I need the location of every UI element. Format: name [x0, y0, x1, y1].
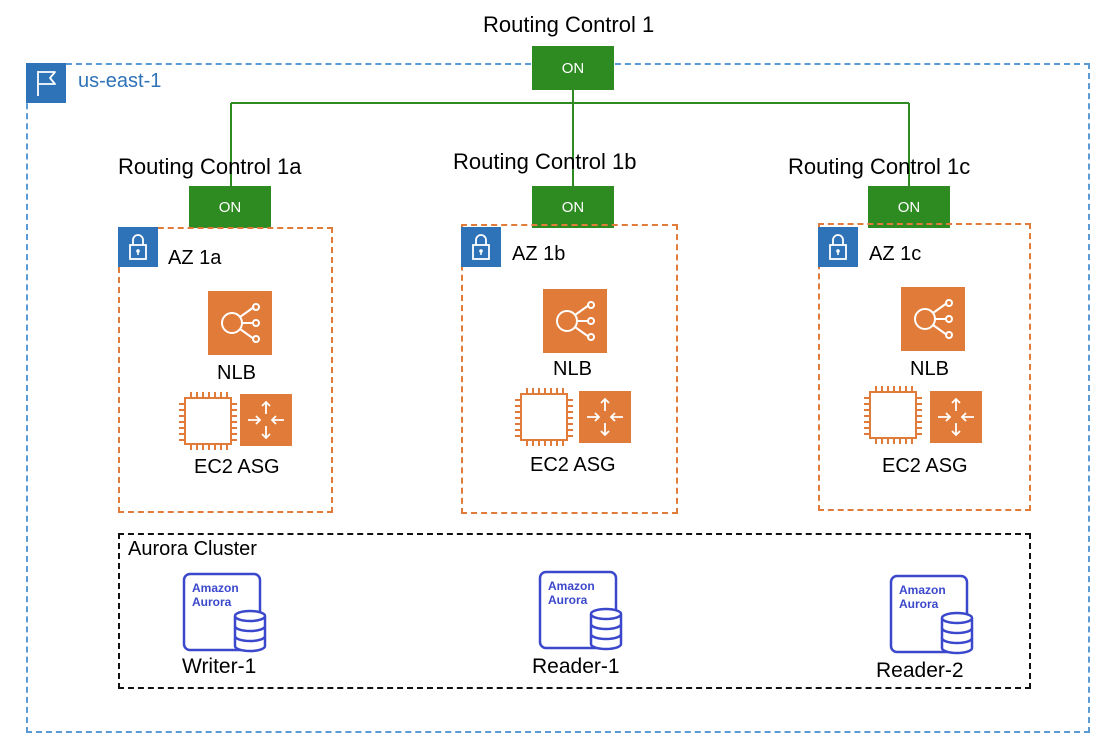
- az-1a-label: AZ 1a: [168, 247, 222, 269]
- az-1b-boundary: [461, 224, 678, 514]
- nlb-1c-icon: [901, 287, 965, 351]
- aurora-reader-1-icon-text-1: Amazon: [548, 579, 595, 593]
- ec2-asg-1a-label: EC2 ASG: [194, 456, 280, 478]
- asg-1c-icon: [930, 391, 982, 443]
- aurora-reader-1-label: Reader-1: [532, 655, 620, 678]
- aurora-writer-1-icon-text-1: Amazon: [192, 581, 239, 595]
- nlb-1b-icon: [543, 289, 607, 353]
- az-1c-lock-icon: [818, 227, 858, 267]
- asg-1a-icon: [240, 394, 292, 446]
- ec2-asg-1b-label: EC2 ASG: [530, 454, 616, 476]
- aurora-reader-2-icon-text-2: Aurora: [899, 597, 939, 611]
- routing-control-1a-title: Routing Control 1a: [118, 154, 302, 179]
- aurora-writer-1-label: Writer-1: [182, 655, 257, 678]
- routing-control-1b-title: Routing Control 1b: [453, 149, 637, 174]
- az-1c-label: AZ 1c: [869, 243, 922, 265]
- asg-1b-icon: [579, 391, 631, 443]
- aurora-cluster-boundary: [118, 533, 1031, 689]
- aurora-cluster-label: Aurora Cluster: [128, 538, 257, 560]
- ec2-1a-icon: [179, 392, 237, 450]
- routing-control-1b-toggle[interactable]: ON: [532, 186, 614, 228]
- az-1c-boundary: [818, 223, 1031, 511]
- aurora-reader-2-icon: Amazon Aurora: [887, 574, 979, 656]
- aurora-reader-1-icon: Amazon Aurora: [536, 570, 628, 652]
- routing-control-1c-toggle[interactable]: ON: [868, 186, 950, 228]
- aurora-reader-1-icon-text-2: Aurora: [548, 593, 588, 607]
- nlb-1a-icon: [208, 291, 272, 355]
- aurora-writer-1-icon-text-2: Aurora: [192, 595, 232, 609]
- ec2-1b-icon: [515, 388, 573, 446]
- region-flag-icon: [26, 63, 66, 103]
- nlb-1a-label: NLB: [217, 362, 256, 384]
- az-1a-lock-icon: [118, 227, 158, 267]
- az-1a-boundary: [118, 227, 333, 513]
- aurora-reader-2-icon-text-1: Amazon: [899, 583, 946, 597]
- routing-control-1-toggle[interactable]: ON: [532, 46, 614, 90]
- routing-control-1-title: Routing Control 1: [483, 12, 655, 37]
- aurora-writer-1-icon: Amazon Aurora: [180, 572, 272, 654]
- ec2-1c-icon: [864, 386, 922, 444]
- routing-control-1c-title: Routing Control 1c: [788, 154, 971, 179]
- routing-control-1a-toggle[interactable]: ON: [189, 186, 271, 228]
- az-1b-lock-icon: [461, 227, 501, 267]
- aurora-reader-2-label: Reader-2: [876, 659, 964, 682]
- nlb-1c-label: NLB: [910, 358, 949, 380]
- az-1b-label: AZ 1b: [512, 243, 566, 265]
- nlb-1b-label: NLB: [553, 358, 592, 380]
- region-label: us-east-1: [78, 70, 162, 92]
- ec2-asg-1c-label: EC2 ASG: [882, 455, 968, 477]
